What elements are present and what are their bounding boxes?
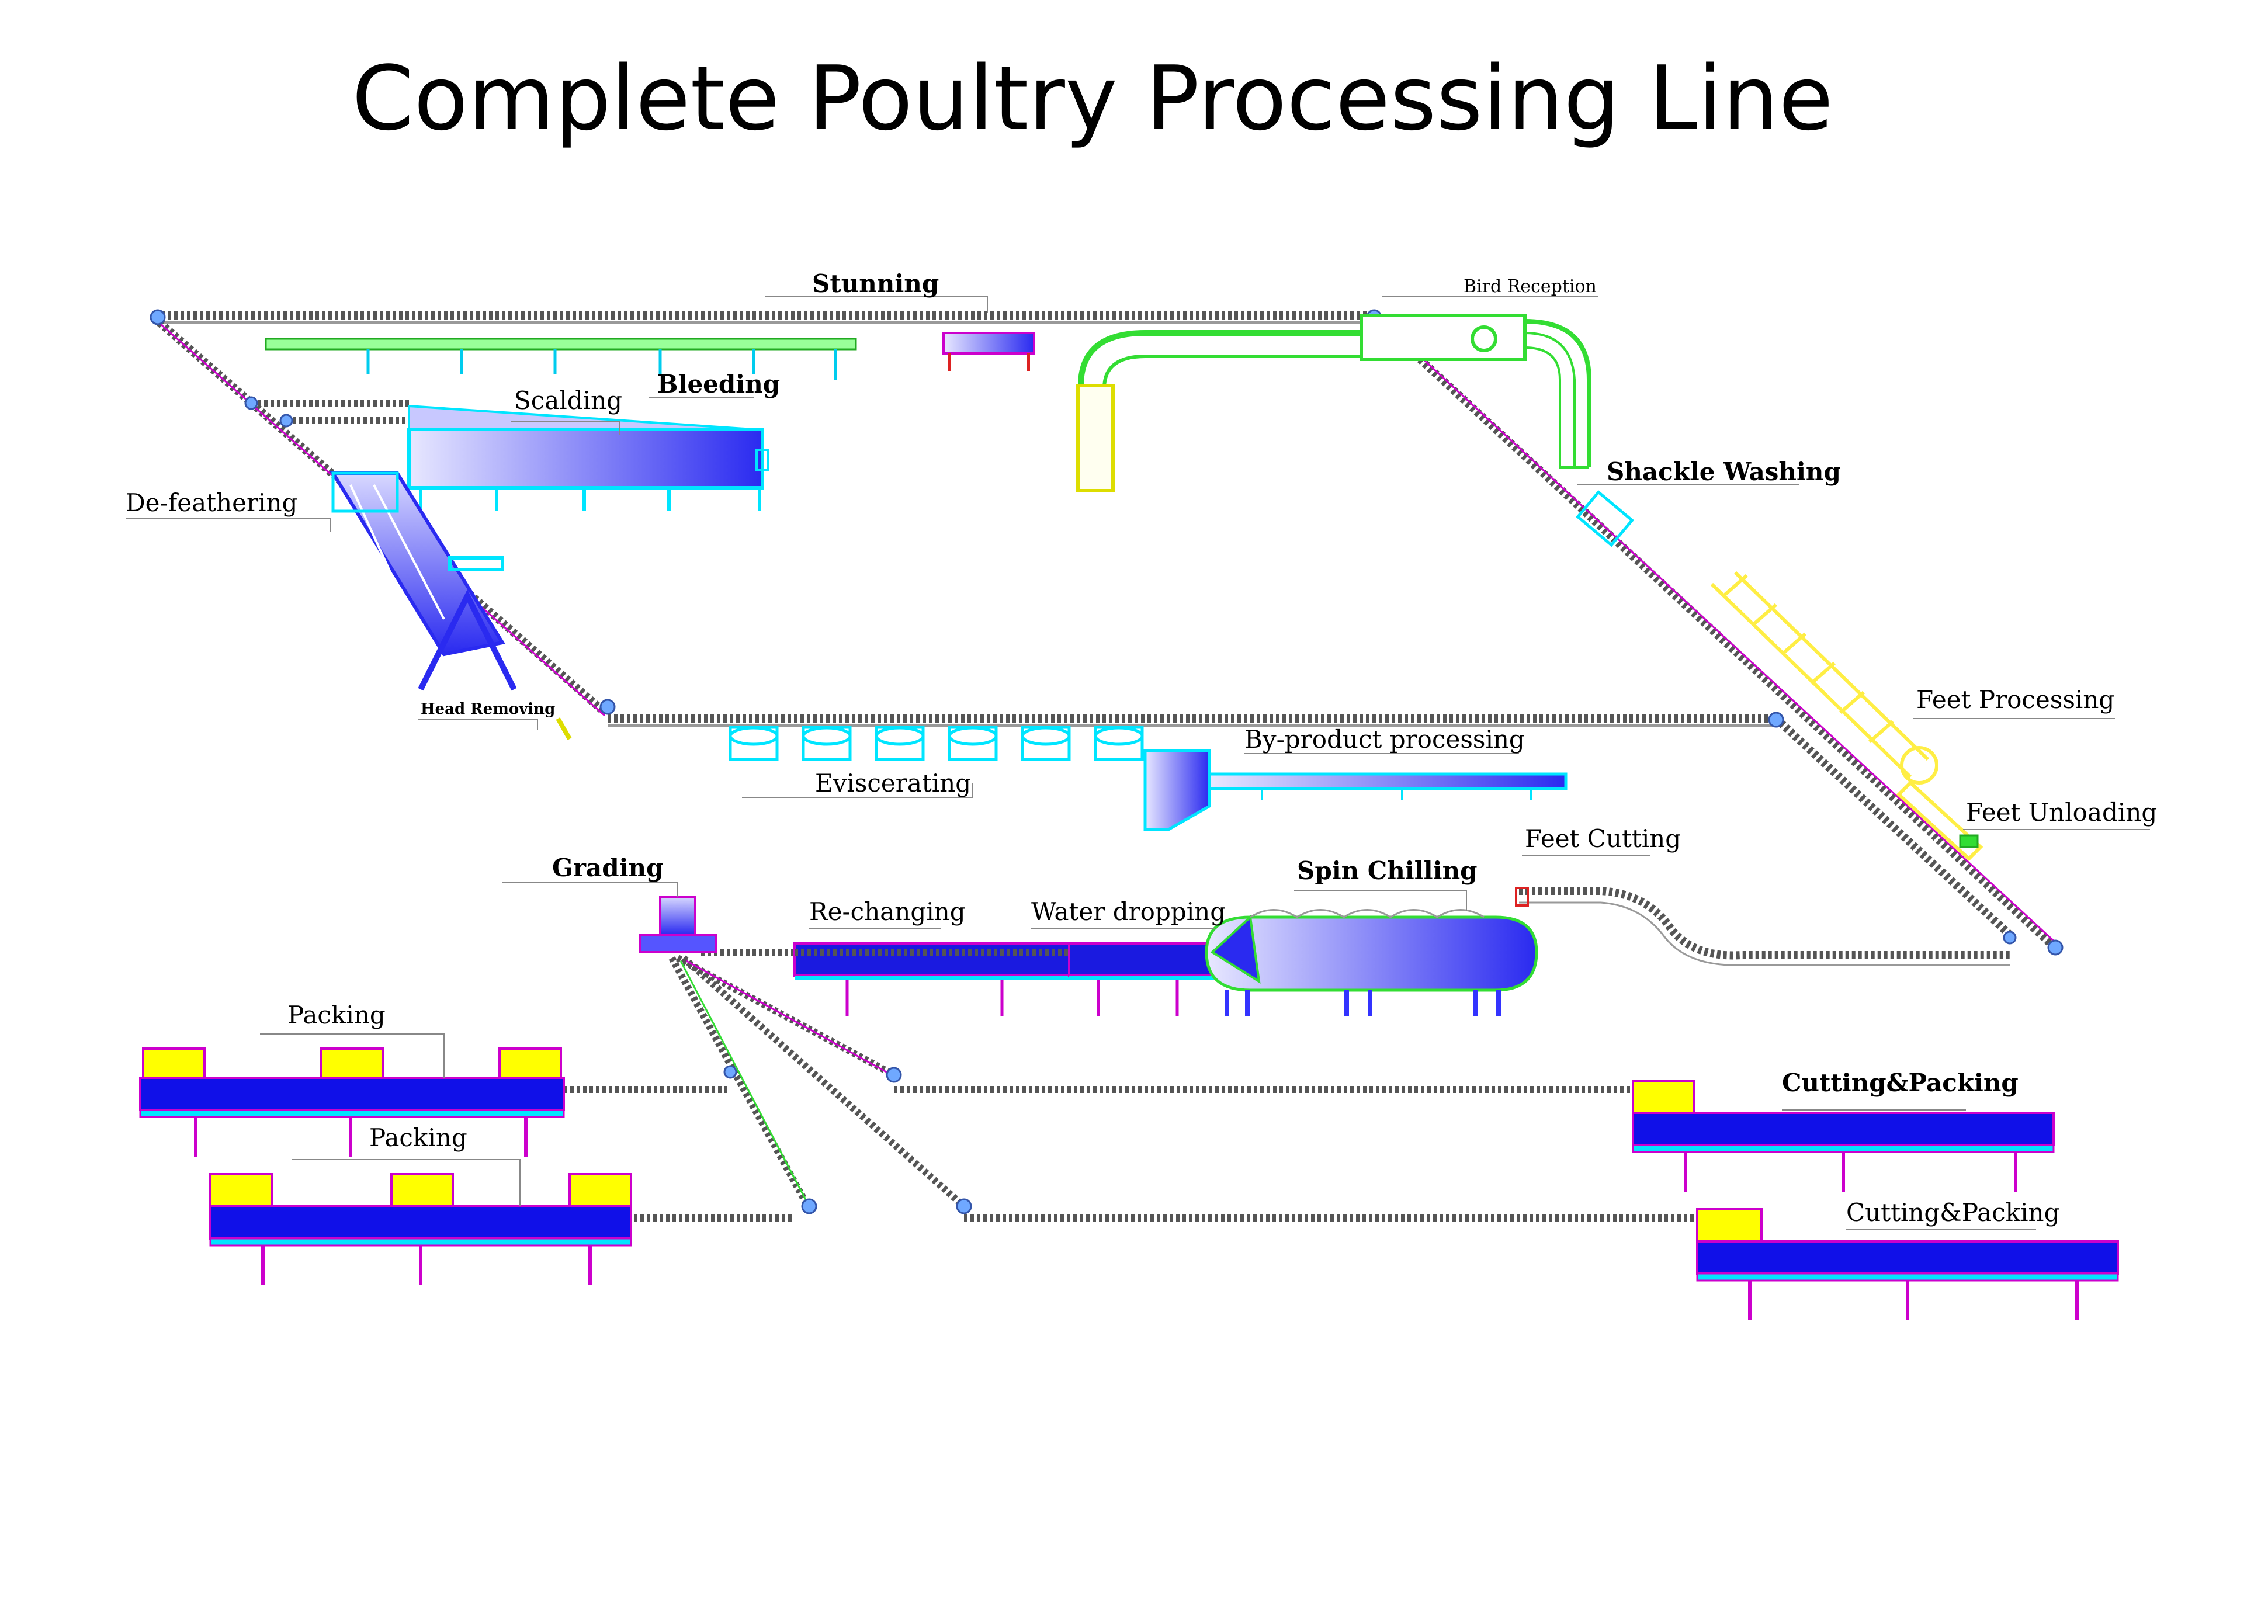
by-product-conveyor	[1143, 749, 1568, 831]
page-title: Complete Poultry Processing Line	[352, 47, 1833, 150]
label-eviscerating: Eviscerating	[815, 769, 971, 797]
conveyor-middle	[608, 714, 1776, 727]
water-dropping-conveyor	[1068, 942, 1228, 1016]
packing-table-2	[209, 1173, 632, 1285]
re-changing-conveyor	[793, 942, 1070, 1016]
bird-reception-conveyor	[1076, 314, 1591, 492]
spin-chiller	[1205, 887, 1538, 1016]
label-grading: Grading	[552, 853, 663, 882]
head-removing-unit	[556, 717, 572, 740]
conveyor-top	[155, 311, 1373, 324]
label-stunning: Stunning	[812, 269, 939, 298]
conveyor-scalding-branch	[251, 400, 409, 424]
label-packing-2: Packing	[369, 1123, 467, 1152]
label-by-product-processing: By-product processing	[1244, 725, 1525, 754]
cutting-packing-table-2	[1696, 1208, 2119, 1320]
feet-processing-conveyor	[1710, 571, 1983, 862]
conveyor-lower-main	[668, 949, 966, 1209]
bleeding-trough	[265, 338, 857, 380]
label-re-changing: Re-changing	[809, 897, 966, 926]
label-feet-unloading: Feet Unloading	[1966, 798, 2157, 827]
conveyor-chill-return	[1519, 887, 2010, 966]
process-labels: Stunning Bird Reception Bleeding Scaldin…	[126, 269, 2157, 1227]
grading-machine	[639, 896, 717, 953]
leader-lines	[126, 296, 2150, 1230]
label-scalding: Scalding	[514, 386, 622, 415]
label-shackle-washing: Shackle Washing	[1607, 457, 1841, 486]
eviscerating-stations	[729, 726, 1144, 761]
scalding-tank	[407, 404, 769, 511]
label-water-dropping: Water dropping	[1031, 897, 1226, 926]
cutting-packing-table-1	[1632, 1080, 2055, 1192]
label-head-removing: Head Removing	[421, 700, 555, 718]
label-spin-chilling: Spin Chilling	[1297, 856, 1478, 885]
label-cutting-packing-1: Cutting&Packing	[1782, 1068, 2019, 1097]
conveyor-right-diagonal	[1370, 312, 2058, 950]
shackle-washer	[1576, 490, 1634, 547]
packing-table-1	[139, 1047, 565, 1157]
label-bird-reception: Bird Reception	[1464, 276, 1597, 297]
label-packing-1: Packing	[287, 1001, 386, 1029]
stunning-machine	[942, 332, 1035, 371]
defeathering-machine	[330, 471, 517, 691]
label-de-feathering: De-feathering	[126, 488, 297, 517]
label-bleeding: Bleeding	[657, 370, 780, 398]
label-cutting-packing-2: Cutting&Packing	[1846, 1198, 2059, 1227]
conveyor-packing-rows	[564, 1086, 1697, 1222]
label-feet-processing: Feet Processing	[1916, 685, 2114, 714]
label-feet-cutting: Feet Cutting	[1525, 824, 1681, 853]
